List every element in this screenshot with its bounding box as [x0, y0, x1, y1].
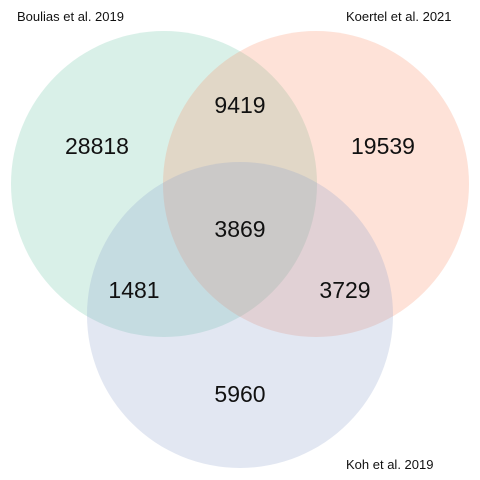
set-circle-koh — [87, 162, 393, 468]
region-count-boulias-koertel: 9419 — [214, 92, 265, 118]
region-count-only-boulias: 28818 — [65, 133, 129, 159]
region-count-only-koertel: 19539 — [351, 133, 415, 159]
region-count-all-three: 3869 — [214, 216, 265, 242]
region-count-boulias-koh: 1481 — [108, 277, 159, 303]
set-circle-boulias — [11, 31, 317, 337]
set-circle-koertel — [163, 31, 469, 337]
set-label-koertel: Koertel et al. 2021 — [346, 9, 452, 24]
set-label-boulias: Boulias et al. 2019 — [17, 9, 124, 24]
region-count-koertel-koh: 3729 — [319, 277, 370, 303]
set-label-koh: Koh et al. 2019 — [346, 457, 433, 472]
region-count-only-koh: 5960 — [214, 381, 265, 407]
